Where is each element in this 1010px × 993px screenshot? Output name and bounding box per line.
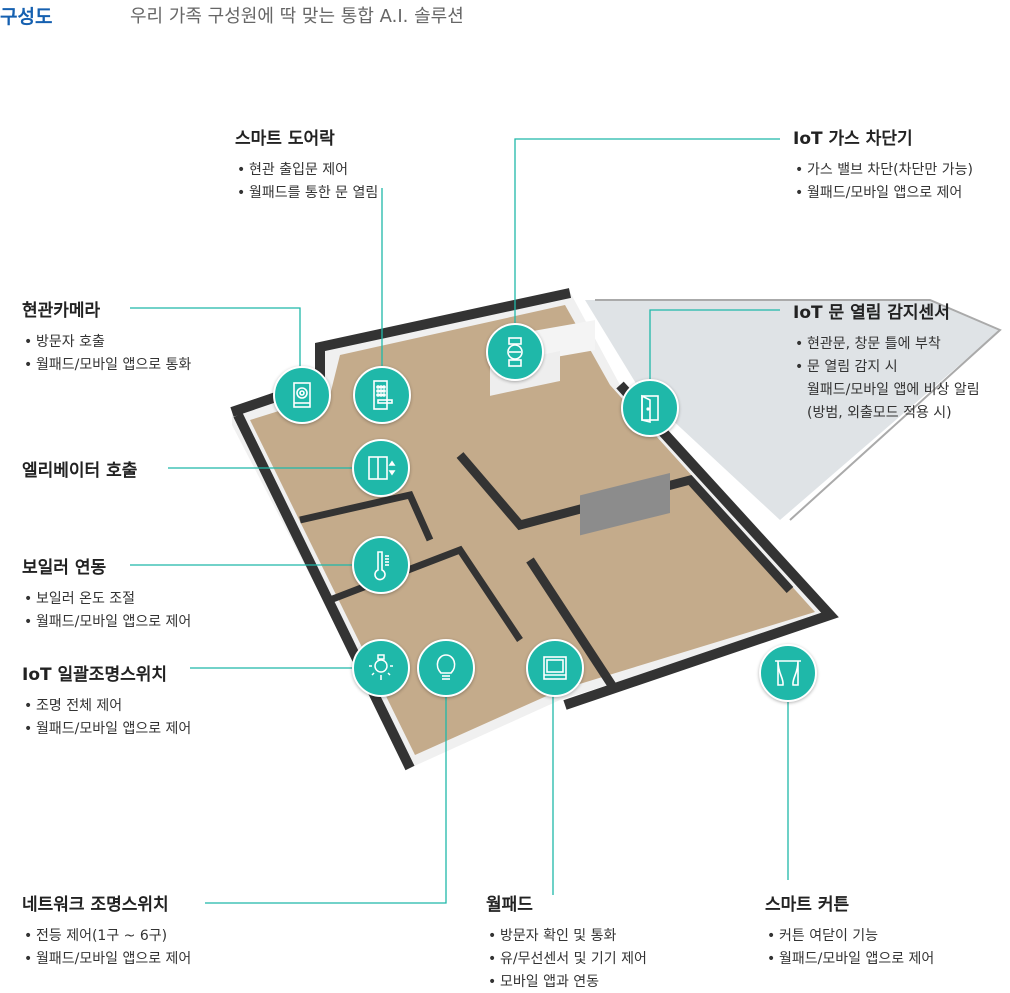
feature-item: 커튼 여닫이 기능 [765, 925, 934, 948]
feature-item: 문 열림 감지 시 [793, 356, 980, 379]
feature-item: 월패드를 통한 문 열림 [235, 182, 378, 205]
feature-item: 가스 밸브 차단(차단만 가능) [793, 159, 973, 182]
feature-item: 월패드/모바일 앱에 비상 알림 [807, 382, 980, 398]
feature-title: 스마트 도어락 [235, 129, 335, 149]
bed [580, 472, 670, 536]
elevator-icon [352, 439, 410, 497]
feature-item: 유/무선센서 및 기기 제어 [486, 948, 647, 971]
feature-item: 조명 전체 제어 [22, 695, 191, 718]
feature-door-sensor: IoT 문 열림 감지센서 현관문, 창문 틀에 부착문 열림 감지 시월패드/… [793, 298, 980, 425]
feature-title: 현관카메라 [22, 301, 101, 321]
page-subtitle: 우리 가족 구성원에 딱 맞는 통합 A.I. 솔루션 [130, 6, 464, 27]
feature-item: 보일러 온도 조절 [22, 588, 191, 611]
wallpad-icon [526, 639, 584, 697]
feature-doorlock: 스마트 도어락 현관 출입문 제어월패드를 통한 문 열림 [235, 124, 378, 205]
feature-item: 월패드/모바일 앱으로 제어 [22, 948, 191, 971]
feature-item: 모바일 앱과 연동 [486, 971, 647, 993]
doorlock-icon [353, 366, 411, 424]
feature-title: IoT 문 열림 감지센서 [793, 303, 950, 323]
feature-item: 월패드/모바일 앱으로 제어 [765, 948, 934, 971]
camera-icon [273, 366, 331, 424]
feature-item: 월패드/모바일 앱으로 제어 [22, 718, 191, 741]
feature-wallpad: 월패드 방문자 확인 및 통화유/무선센서 및 기기 제어모바일 앱과 연동 [486, 890, 647, 993]
wall-right [563, 381, 839, 710]
feature-elevator: 엘리베이터 호출 [22, 456, 137, 491]
wall-bath [299, 490, 434, 542]
feature-title: IoT 가스 차단기 [793, 129, 913, 149]
wall-left [233, 412, 415, 771]
feature-item: 월패드/모바일 앱으로 통화 [22, 354, 191, 377]
feature-network-light: 네트워크 조명스위치 전등 제어(1구 ~ 6구)월패드/모바일 앱으로 제어 [22, 890, 191, 971]
feature-title: 보일러 연동 [22, 558, 107, 578]
feature-item: 월패드/모바일 앱으로 제어 [22, 611, 191, 634]
feature-camera: 현관카메라 방문자 호출월패드/모바일 앱으로 통화 [22, 296, 191, 377]
feature-title: IoT 일괄조명스위치 [22, 665, 167, 685]
balcony-railing [595, 299, 1002, 521]
feature-item: (방범, 외출모드 적용 시) [807, 405, 952, 421]
feature-title: 엘리베이터 호출 [22, 461, 138, 481]
light-switch-icon [352, 639, 410, 697]
feature-boiler: 보일러 연동 보일러 온도 조절월패드/모바일 앱으로 제어 [22, 553, 191, 634]
feature-item: 전등 제어(1구 ~ 6구) [22, 925, 191, 948]
feature-title: 네트워크 조명스위치 [22, 895, 169, 915]
page-title: 구성도 [0, 6, 53, 28]
feature-item: 방문자 확인 및 통화 [486, 925, 647, 948]
thermometer-icon [352, 536, 410, 594]
feature-title: 스마트 커튼 [765, 895, 850, 915]
leader-lines [130, 138, 789, 904]
wall-hall [526, 557, 619, 693]
feature-gas: IoT 가스 차단기 가스 밸브 차단(차단만 가능)월패드/모바일 앱으로 제… [793, 124, 973, 205]
door-sensor-icon [621, 379, 679, 437]
feature-title: 월패드 [486, 895, 533, 915]
curtain-icon [759, 644, 817, 702]
gas-valve-icon [486, 323, 544, 381]
feature-item: 월패드/모바일 앱으로 제어 [793, 182, 973, 205]
feature-item: 방문자 호출 [22, 331, 191, 354]
feature-item: 현관 출입문 제어 [235, 159, 378, 182]
light-bulb-icon [417, 639, 475, 697]
feature-item: 현관문, 창문 틀에 부착 [793, 333, 980, 356]
feature-curtain: 스마트 커튼 커튼 여닫이 기능월패드/모바일 앱으로 제어 [765, 890, 934, 971]
